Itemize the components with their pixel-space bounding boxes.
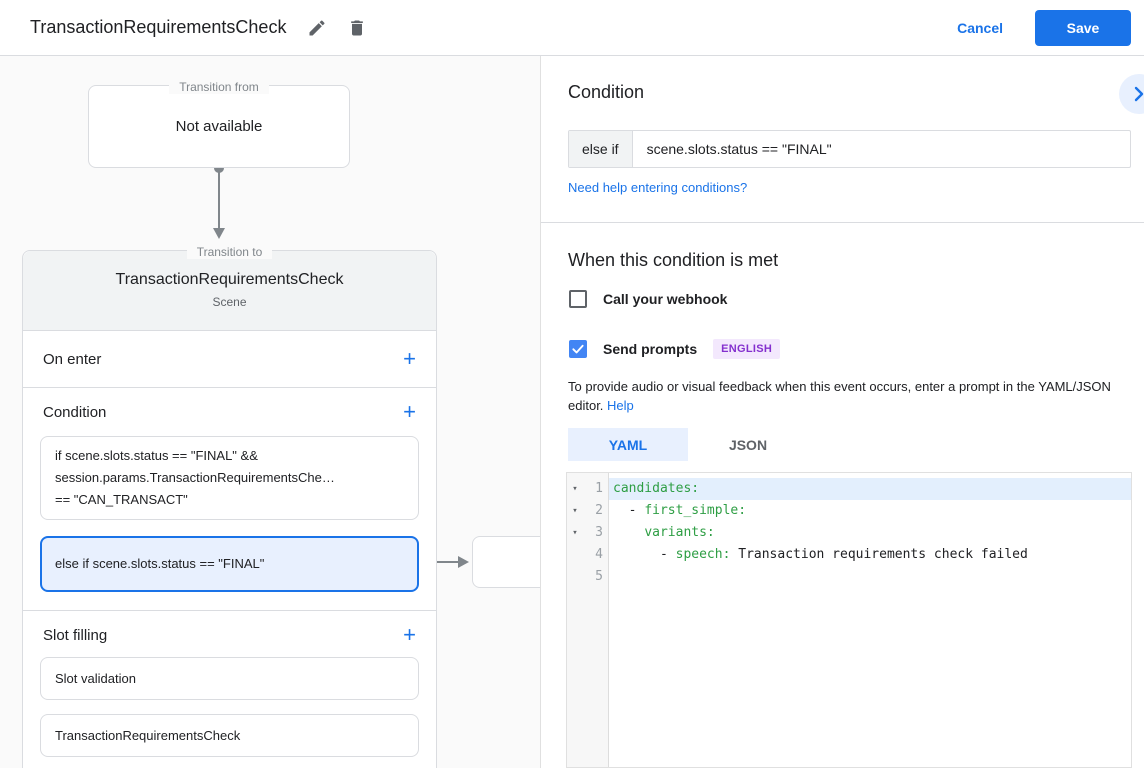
condition-input-group: else if	[568, 130, 1131, 168]
send-prompts-label: Send prompts	[603, 341, 698, 357]
code-line-content[interactable]: - speech: Transaction requirements check…	[613, 547, 1028, 562]
add-condition-button[interactable]: +	[403, 399, 416, 424]
line-number: 5	[595, 569, 603, 584]
line-gutter: ▾1	[567, 478, 609, 500]
edit-scene-button[interactable]	[300, 11, 334, 45]
code-line: ▾2 - first_simple:	[567, 500, 1131, 522]
fold-chevron-down-icon[interactable]: ▾	[572, 506, 578, 516]
page-title: TransactionRequirementsCheck	[30, 17, 287, 37]
slot-item-validation[interactable]: Slot validation	[40, 657, 419, 700]
header: TransactionRequirementsCheck Cancel Save	[0, 0, 1144, 56]
cancel-button[interactable]: Cancel	[957, 19, 1003, 36]
transition-from-legend: Transition from	[89, 78, 349, 96]
code-line: 5	[567, 566, 1131, 588]
flow-canvas: Transition from Not available Transition…	[0, 56, 562, 768]
editor-tabs: YAML JSON	[568, 428, 808, 461]
chevron-right-icon	[1134, 86, 1144, 102]
transition-from-content: Not available	[175, 118, 263, 135]
trash-icon	[351, 20, 364, 35]
prompt-help-text: To provide audio or visual feedback when…	[568, 379, 1111, 413]
code-line: 4 - speech: Transaction requirements che…	[567, 544, 1131, 566]
slot-filling-label: Slot filling	[43, 626, 108, 644]
code-line-content[interactable]	[609, 566, 1131, 588]
editor-gutter	[567, 473, 609, 767]
plus-icon: +	[403, 399, 416, 424]
tab-json[interactable]: JSON	[688, 428, 808, 461]
flow-arrow-down	[213, 163, 225, 239]
pencil-icon	[309, 19, 325, 35]
when-met-heading: When this condition is met	[568, 250, 779, 270]
add-on-enter-button[interactable]: +	[403, 346, 416, 371]
on-enter-label: On enter	[43, 350, 102, 368]
save-button[interactable]: Save	[1035, 9, 1131, 46]
condition-help-link[interactable]: Need help entering conditions?	[568, 180, 748, 195]
send-prompts-row: Send prompts ENGLISH	[569, 339, 781, 359]
line-number: 1	[595, 481, 603, 496]
condition-section: Condition + if scene.slots.status == "FI…	[23, 388, 436, 611]
scene-card-title: TransactionRequirementsCheck	[115, 271, 344, 288]
scene-card-header[interactable]: TransactionRequirementsCheck Scene	[23, 251, 436, 331]
scene-card-subtitle: Scene	[212, 295, 247, 309]
section-divider	[541, 222, 1144, 223]
tab-yaml[interactable]: YAML	[568, 428, 688, 461]
slot-filling-section: Slot filling + Slot validation Transacti…	[23, 611, 436, 757]
webhook-label: Call your webhook	[603, 291, 728, 307]
language-badge: ENGLISH	[713, 339, 781, 359]
condition-section-label: Condition	[43, 403, 107, 421]
transition-to-card: Transition to TransactionRequirementsChe…	[22, 245, 437, 768]
condition-heading: Condition	[568, 82, 645, 102]
code-line-content[interactable]: - first_simple:	[613, 503, 747, 518]
slot-item-transaction[interactable]: TransactionRequirementsCheck	[40, 714, 419, 757]
condition-box-if[interactable]: if scene.slots.status == "FINAL" && sess…	[40, 436, 419, 520]
checkmark-icon	[572, 344, 584, 354]
send-prompts-checkbox[interactable]	[569, 340, 587, 358]
plus-icon: +	[403, 622, 416, 647]
condition-expression-input[interactable]	[632, 131, 1130, 167]
code-line-content[interactable]: candidates:	[609, 478, 1131, 500]
line-gutter: 4	[567, 544, 609, 566]
code-line: ▾3 variants:	[567, 522, 1131, 544]
line-gutter: 5	[567, 566, 609, 588]
code-line-content[interactable]: variants:	[644, 525, 715, 540]
condition-detail-panel: Condition else if Need help entering con…	[540, 56, 1144, 768]
delete-scene-button[interactable]	[340, 11, 374, 45]
transition-from-node[interactable]: Transition from Not available	[88, 80, 350, 168]
line-gutter: ▾2	[567, 500, 609, 522]
line-number: 4	[595, 547, 603, 562]
fold-chevron-down-icon[interactable]: ▾	[572, 528, 578, 538]
help-link[interactable]: Help	[607, 398, 634, 413]
collapse-panel-button[interactable]	[1119, 74, 1144, 114]
webhook-checkbox[interactable]	[569, 290, 587, 308]
on-enter-section: On enter +	[23, 331, 436, 388]
plus-icon: +	[403, 346, 416, 371]
webhook-row: Call your webhook	[569, 290, 727, 308]
line-gutter: ▾3	[567, 522, 609, 544]
condition-prefix-label: else if	[569, 131, 633, 167]
line-number: 3	[595, 525, 603, 540]
line-number: 2	[595, 503, 603, 518]
condition-box-elseif-selected[interactable]: else if scene.slots.status == "FINAL"	[40, 536, 419, 592]
add-slot-button[interactable]: +	[403, 622, 416, 647]
fold-chevron-down-icon[interactable]: ▾	[572, 484, 578, 494]
